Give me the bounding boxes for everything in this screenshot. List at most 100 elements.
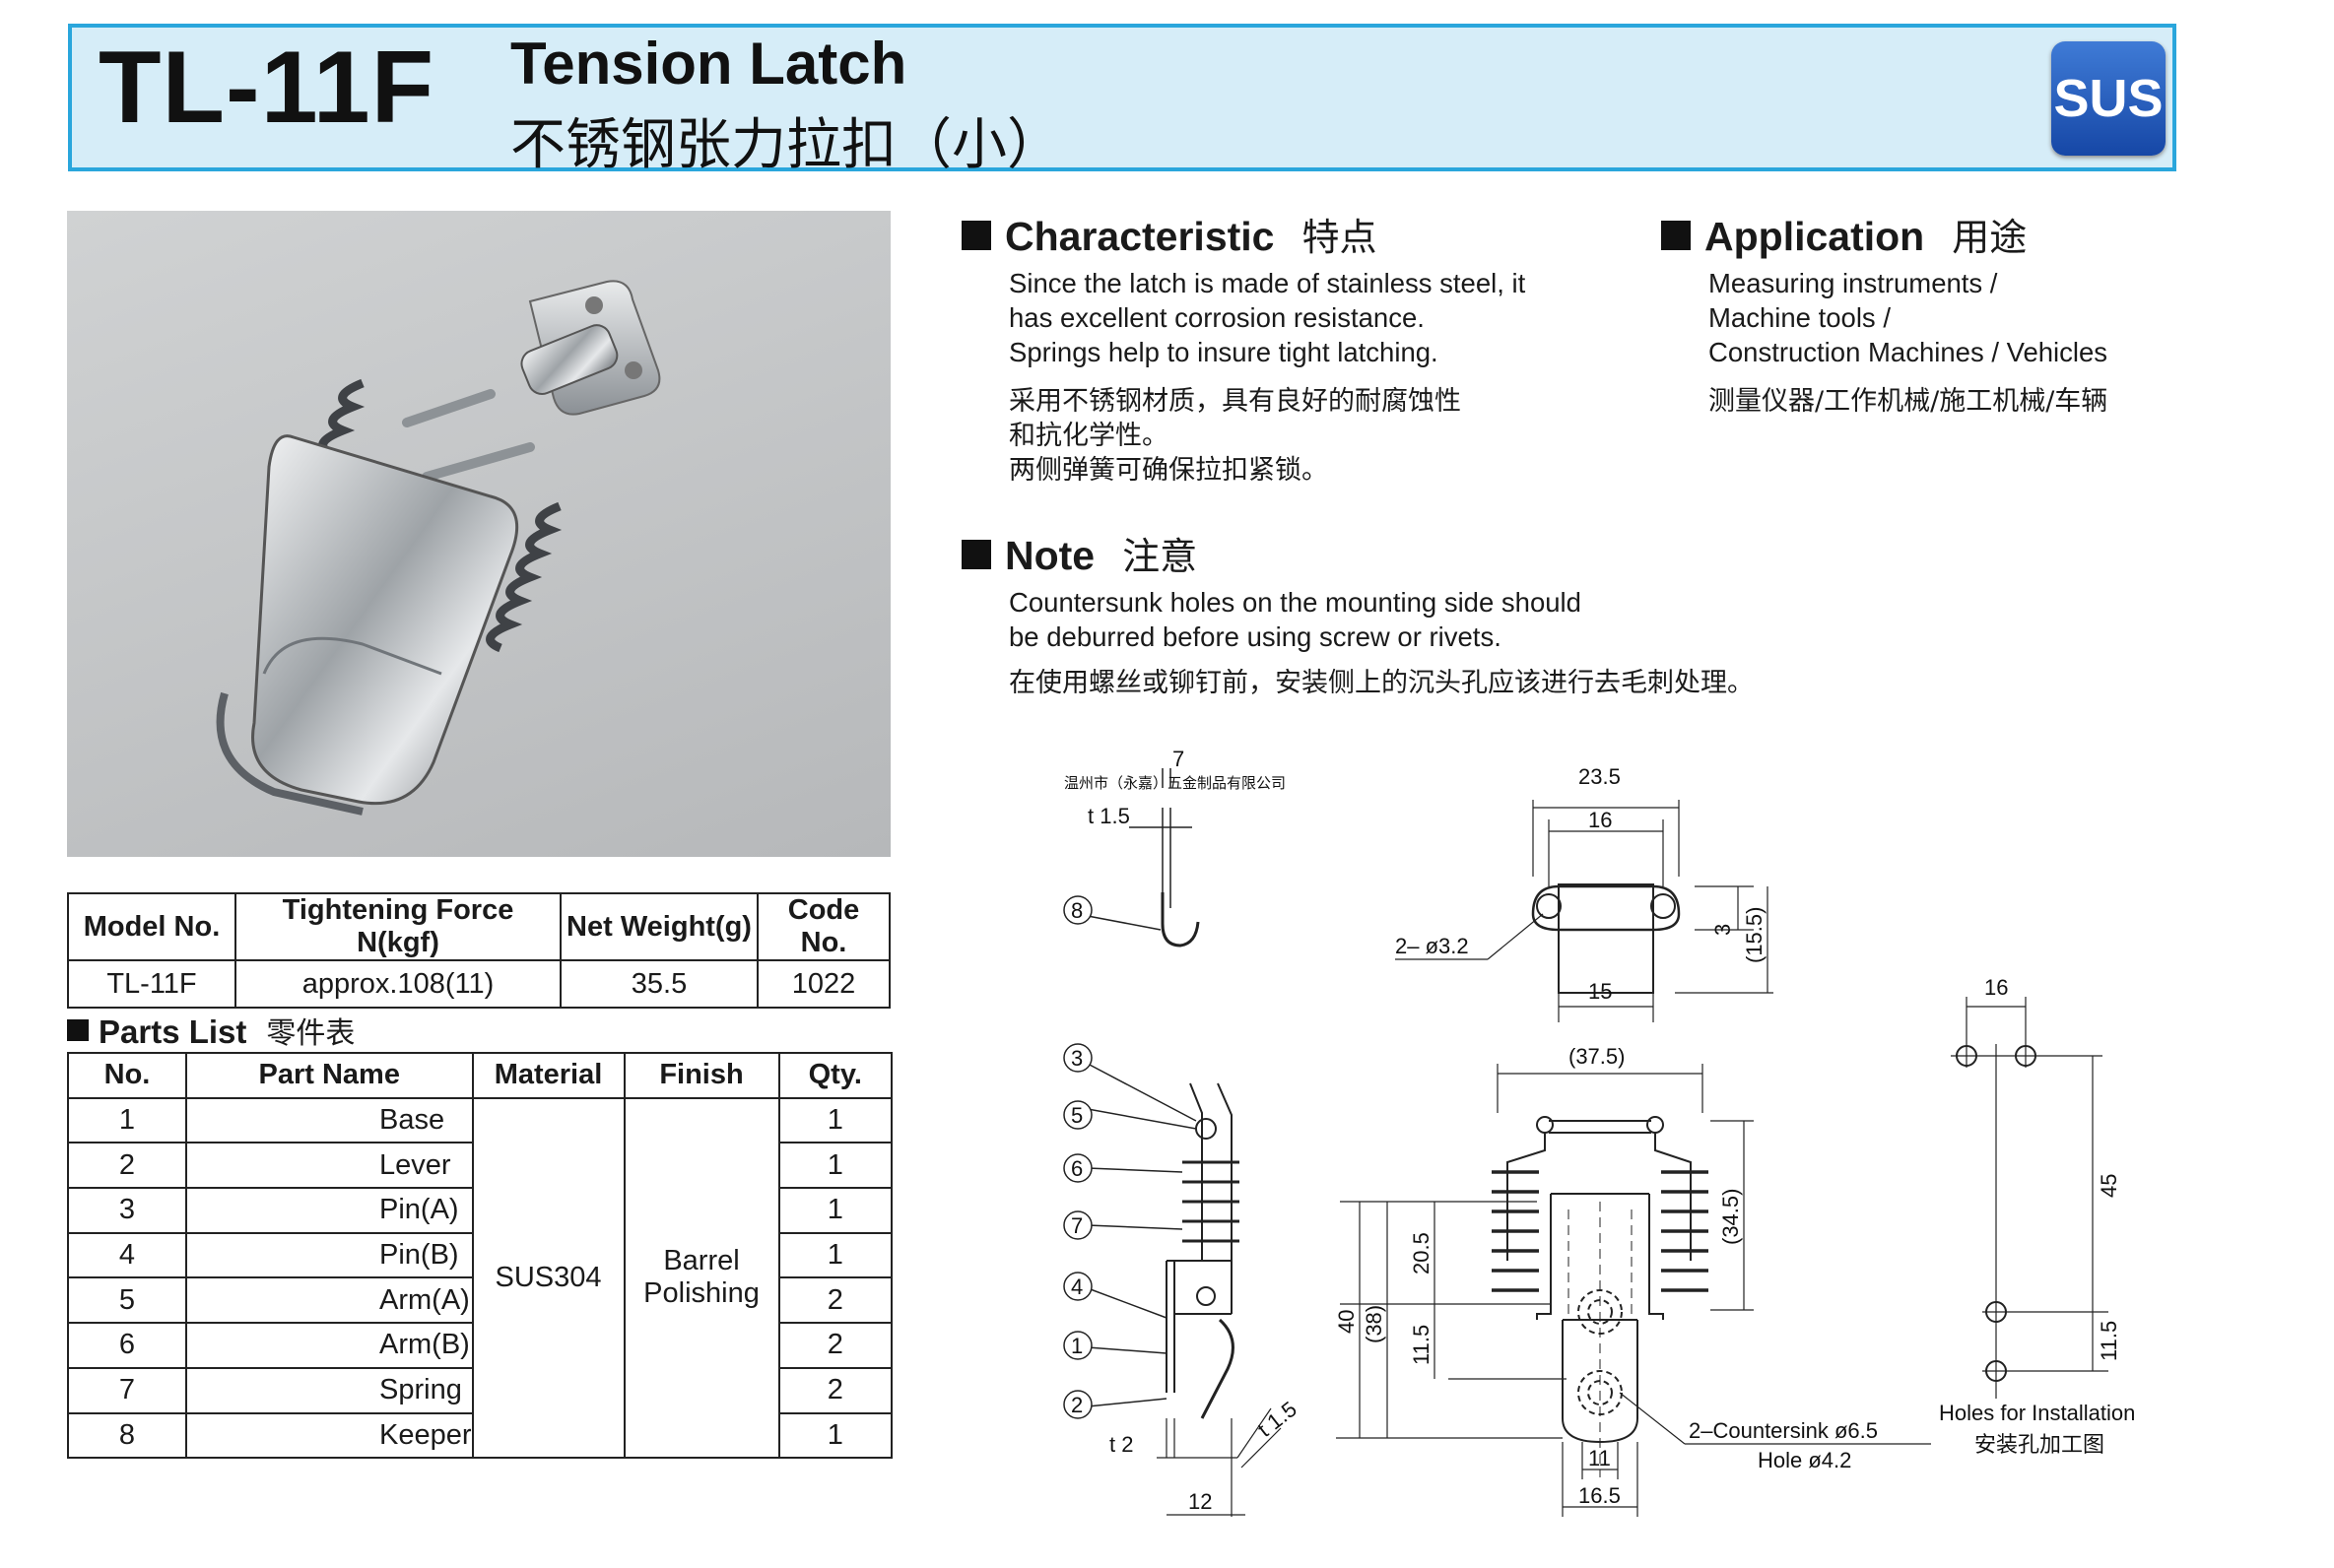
part-no: 4 bbox=[67, 1231, 187, 1279]
dim-label: t 2 bbox=[1109, 1432, 1133, 1457]
text-line: Springs help to insure tight latching. bbox=[1009, 337, 1438, 367]
part-name: Keeper bbox=[185, 1411, 474, 1460]
square-bullet-icon bbox=[67, 1019, 89, 1041]
technical-drawing: 温州市（永嘉）五金制品有限公司 7 t 1.5 8 23.5 16 15 2– … bbox=[1063, 749, 2135, 1517]
part-qty: 1 bbox=[777, 1142, 894, 1190]
dim-label: 11 bbox=[1588, 1446, 1611, 1470]
text-line: Measuring instruments / bbox=[1708, 268, 1998, 298]
header-banner bbox=[68, 24, 2176, 171]
parts-header-finish: Finish bbox=[623, 1052, 780, 1099]
dim-label: (38) bbox=[1362, 1305, 1386, 1343]
callout-circle bbox=[1063, 895, 1093, 925]
callout-number: 1 bbox=[1071, 1334, 1083, 1358]
install-label-cn: 安装孔加工图 bbox=[1974, 1432, 2104, 1457]
dim-label: 12 bbox=[1188, 1489, 1212, 1514]
note-title-cn: 注意 bbox=[1122, 535, 1198, 578]
square-bullet-icon bbox=[962, 221, 991, 250]
text-line: 和抗化学性。 bbox=[1009, 421, 1168, 451]
spec-header-force: Tightening Force N(kgf) bbox=[234, 892, 562, 961]
part-no: 8 bbox=[67, 1411, 187, 1460]
part-no: 1 bbox=[67, 1096, 187, 1144]
parts-header-name: Part Name bbox=[185, 1052, 474, 1099]
text-line: Construction Machines / Vehicles bbox=[1708, 337, 2108, 367]
part-qty: 1 bbox=[777, 1231, 894, 1279]
text-line: 测量仪器/工作机械/施工机械/车辆 bbox=[1708, 386, 2108, 417]
text-line: Countersunk holes on the mounting side s… bbox=[1009, 587, 1581, 618]
product-title-cn: 不锈钢张力拉扣（小） bbox=[510, 113, 1062, 177]
hole-label: 2–Countersink ø6.5 bbox=[1689, 1418, 1878, 1443]
spec-code: 1022 bbox=[757, 959, 891, 1009]
part-qty: 2 bbox=[777, 1276, 894, 1325]
callout-number: 5 bbox=[1071, 1103, 1083, 1128]
dim-label: 23.5 bbox=[1578, 764, 1621, 789]
dim-label: 16 bbox=[1588, 808, 1612, 832]
application-title-cn: 用途 bbox=[1952, 216, 2028, 259]
dim-label: 7 bbox=[1172, 749, 1184, 771]
callout-number: 6 bbox=[1071, 1156, 1083, 1181]
part-name: Lever bbox=[185, 1142, 474, 1190]
part-no: 7 bbox=[67, 1366, 187, 1414]
part-qty: 1 bbox=[777, 1411, 894, 1460]
part-no: 6 bbox=[67, 1322, 187, 1369]
dim-label: (37.5) bbox=[1568, 1044, 1625, 1069]
part-no: 2 bbox=[67, 1142, 187, 1190]
application-text-en: Measuring instruments / Machine tools / … bbox=[1708, 266, 2107, 369]
square-bullet-icon bbox=[962, 540, 991, 569]
drawing-watermark: 温州市（永嘉）五金制品有限公司 bbox=[1064, 775, 1286, 792]
part-qty: 2 bbox=[777, 1322, 894, 1369]
callout-number: 3 bbox=[1071, 1046, 1083, 1071]
dim-label: 16.5 bbox=[1578, 1483, 1621, 1508]
note-text-en: Countersunk holes on the mounting side s… bbox=[1009, 585, 1581, 654]
spec-weight: 35.5 bbox=[560, 959, 759, 1009]
part-qty: 1 bbox=[777, 1187, 894, 1234]
text-line: 在使用螺丝或铆钉前，安装侧上的沉头孔应该进行去毛刺处理。 bbox=[1009, 668, 1754, 698]
part-name: Spring bbox=[185, 1366, 474, 1414]
part-name: Arm(B) bbox=[185, 1322, 474, 1369]
spec-header-model: Model No. bbox=[67, 892, 236, 961]
spec-table: Model No. Tightening Force N(kgf) Net We… bbox=[67, 892, 891, 1009]
dim-label: 40 bbox=[1334, 1310, 1359, 1334]
callout-number: 4 bbox=[1071, 1274, 1083, 1299]
product-photo bbox=[67, 211, 891, 857]
product-title-en: Tension Latch bbox=[510, 31, 907, 97]
application-text-cn: 测量仪器/工作机械/施工机械/车辆 bbox=[1708, 384, 2107, 419]
callout-number: 2 bbox=[1071, 1393, 1083, 1417]
text-line: 采用不锈钢材质，具有良好的耐腐蚀性 bbox=[1009, 386, 1461, 417]
finish-line1: Barrel bbox=[663, 1245, 740, 1277]
characteristic-title-cn: 特点 bbox=[1301, 216, 1377, 259]
part-qty: 2 bbox=[777, 1366, 894, 1414]
spec-header-weight: Net Weight(g) bbox=[560, 892, 759, 961]
text-line: has excellent corrosion resistance. bbox=[1009, 302, 1425, 333]
latch-photo-illustration bbox=[216, 280, 661, 816]
dim-label: (34.5) bbox=[1718, 1189, 1743, 1245]
parts-table: No. Part Name Material Finish Qty. 1 Bas… bbox=[67, 1052, 894, 1460]
parts-header-no: No. bbox=[67, 1052, 187, 1099]
parts-list-title-cn: 零件表 bbox=[266, 1016, 356, 1051]
callout-number: 7 bbox=[1071, 1213, 1083, 1238]
spec-header-row: Model No. Tightening Force N(kgf) Net We… bbox=[67, 892, 891, 961]
finish-line2: Polishing bbox=[643, 1277, 760, 1310]
square-bullet-icon bbox=[1661, 221, 1691, 250]
dim-label: t 1.5 bbox=[1088, 804, 1130, 828]
side-view-callouts: 3 5 6 7 4 1 2 bbox=[1063, 1043, 1093, 1419]
hole-label: 2– ø3.2 bbox=[1395, 934, 1469, 958]
spec-header-code: Code No. bbox=[757, 892, 891, 961]
text-line: Machine tools / bbox=[1708, 302, 1891, 333]
characteristic-text-en: Since the latch is made of stainless ste… bbox=[1009, 266, 1525, 369]
text-line: be deburred before using screw or rivets… bbox=[1009, 621, 1501, 652]
dim-label: 45 bbox=[2097, 1174, 2121, 1198]
dim-label: 11.5 bbox=[1409, 1325, 1434, 1365]
dim-label: 16 bbox=[1984, 975, 2008, 1000]
spec-data-row: TL-11F approx.108(11) 35.5 1022 bbox=[67, 959, 891, 1009]
